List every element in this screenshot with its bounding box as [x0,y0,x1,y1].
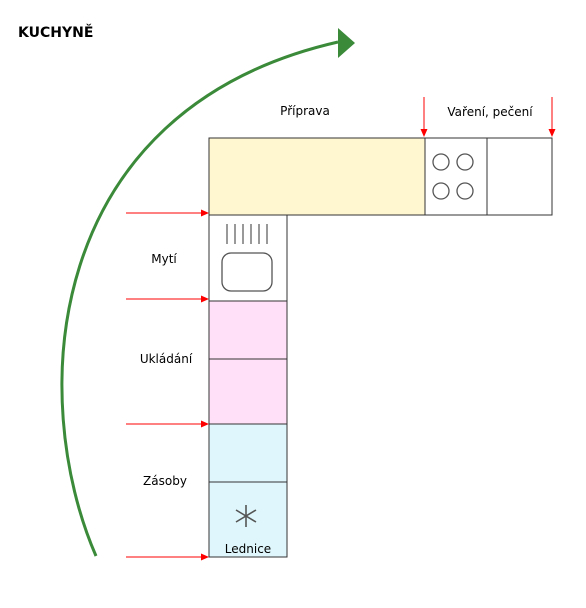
zone-boundary-marker [548,97,556,137]
lednice-label: Lednice [225,542,271,556]
vareni-label: Vaření, pečení [447,105,533,119]
fridge-unit [208,481,288,558]
sink-unit [208,214,288,302]
stove [424,137,488,216]
snowflake-icon [235,505,257,527]
diagram-title: KUCHYNĚ [18,24,93,41]
storage-cabinet-lower [208,358,288,425]
oven-unit [486,137,553,216]
zone-boundary-marker [126,420,209,428]
storage-cabinet-upper [208,300,288,360]
zasoby-label: Zásoby [143,474,187,488]
myti-label: Mytí [151,252,177,266]
workflow-arrow [60,28,355,557]
pantry-cabinet [208,423,288,483]
priprava-counter [208,137,426,216]
zone-boundary-marker [126,553,209,561]
zone-boundary-marker [420,97,428,137]
ukladani-label: Ukládání [140,352,193,366]
zone-boundary-marker [126,209,209,217]
priprava-label: Příprava [280,104,330,118]
zone-boundary-marker [126,295,209,303]
sink-icon [221,224,273,292]
stove-burners-icon [432,153,474,200]
